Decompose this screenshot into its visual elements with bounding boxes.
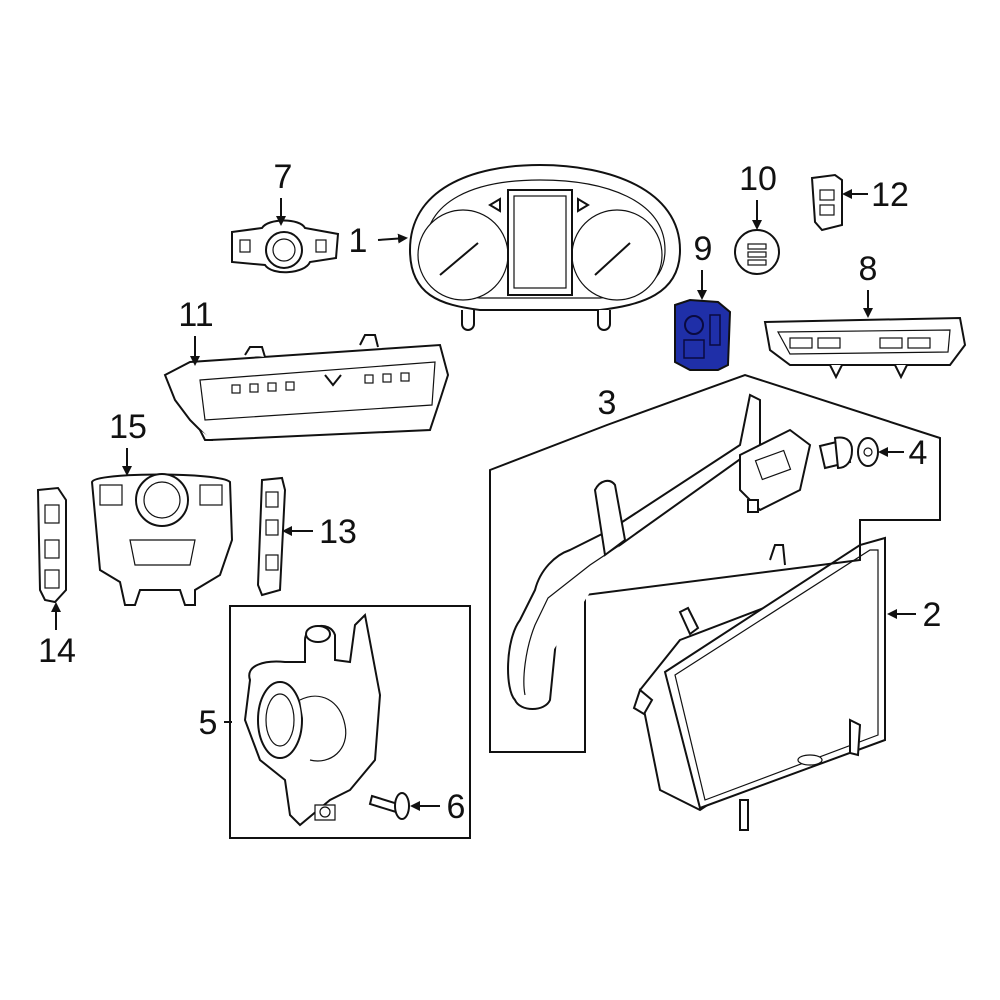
- callout-3: 3: [598, 384, 617, 422]
- part-instrument-cluster[interactable]: [408, 163, 682, 331]
- callout-7: 7: [274, 158, 293, 196]
- part-side-switch[interactable]: [256, 476, 287, 597]
- part-climate-panel[interactable]: [163, 334, 450, 442]
- part-side-switch-left[interactable]: [36, 486, 67, 604]
- part-bracket[interactable]: [507, 393, 812, 710]
- part-light-switch[interactable]: [231, 219, 340, 274]
- part-clip-fastener[interactable]: [818, 436, 879, 470]
- callout-12: 12: [871, 176, 909, 214]
- part-switch-assembly[interactable]: [243, 612, 382, 827]
- callout-15: 15: [109, 408, 147, 446]
- part-screw[interactable]: [368, 792, 410, 820]
- leader-1: [377, 233, 408, 244]
- callout-11: 11: [178, 296, 213, 334]
- callout-9: 9: [694, 230, 713, 268]
- callout-14: 14: [38, 632, 76, 670]
- leader-lines: [51, 189, 916, 811]
- part-control-panel[interactable]: [763, 316, 967, 380]
- callout-1: 1: [349, 222, 368, 260]
- part-display-screen[interactable]: [632, 536, 886, 831]
- callout-5: 5: [199, 704, 218, 742]
- callout-labels: 1 2 3 4 5 6 7 8 9 10 11 12 13 14 15: [38, 158, 941, 826]
- callout-6: 6: [447, 788, 466, 826]
- bracket-group-box: [489, 373, 941, 753]
- callout-2: 2: [923, 596, 942, 634]
- part-module-highlighted[interactable]: [674, 298, 732, 371]
- callout-13: 13: [319, 513, 357, 551]
- callout-10: 10: [739, 160, 777, 198]
- callout-8: 8: [859, 250, 878, 288]
- part-small-switch[interactable]: [810, 173, 843, 232]
- part-controller-knob[interactable]: [90, 473, 234, 606]
- part-round-button[interactable]: [734, 229, 780, 275]
- callout-4: 4: [909, 434, 928, 472]
